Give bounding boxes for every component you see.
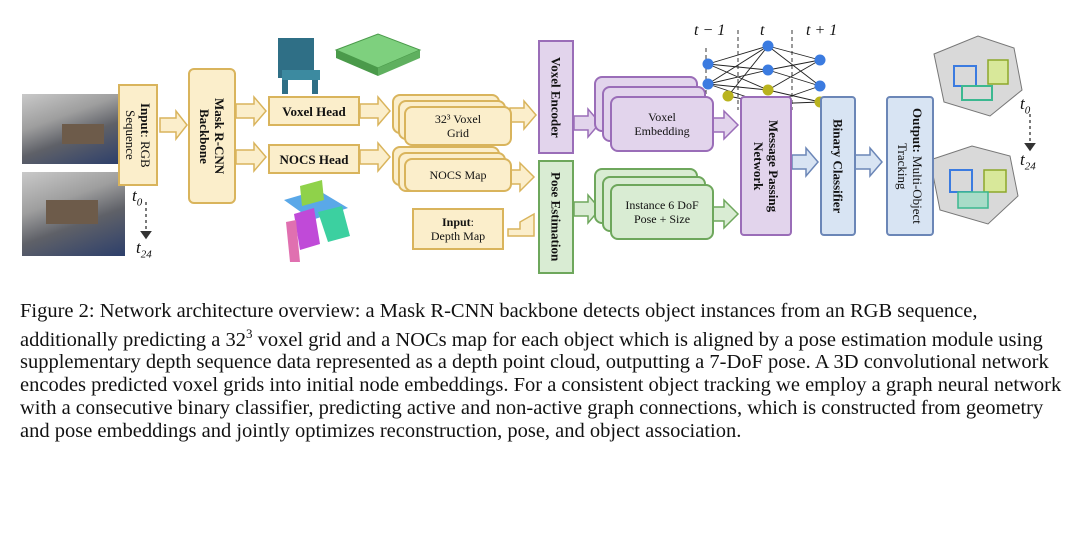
input-rgb-label: : RGB Sequence [123,110,153,168]
pose-estimation-box: Pose Estimation [538,160,574,274]
time-label-t-minus-1: t − 1 [694,22,726,39]
arrow-backbone-to-nocs-head [235,140,267,174]
input-rgb-bold: Input [138,102,153,134]
nocs-map-box: NOCS Map [404,158,512,192]
time-label-t-plus-1: t + 1 [806,22,838,39]
arrow-classifier-to-output [854,145,883,179]
voxel-floor-illustration [334,33,422,76]
rgb-frame-t0 [22,94,119,164]
binary-classifier-box: Binary Classifier [820,96,856,236]
time-label-t: t [760,22,765,39]
figure-caption: Figure 2: Network architecture overview:… [20,300,1070,443]
arrow-backbone-to-voxel-head [235,94,267,128]
arrow-voxel-head-to-grid [359,94,391,128]
nocs-chairs-illustration [284,180,350,262]
arrow-depth-to-pose [507,212,535,237]
arrow-grid-to-encoder [509,98,537,132]
message-passing-network-box: Message Passing Network [740,96,792,236]
arrow-input-to-backbone [159,108,188,142]
nocs-head-box: NOCS Head [268,144,360,174]
arrow-embedding-to-mpn [709,109,740,141]
caption-text-part2: voxel grid and a NOCs map for each objec… [20,328,1062,442]
output-time-label-t0: t0 [1020,94,1031,117]
graph-network [705,30,821,120]
arrow-mpn-to-classifier [791,145,819,179]
time-label-t24: t24 [136,238,152,261]
diagram-arrows [140,30,1036,262]
output-time-label-t24: t24 [1020,150,1036,173]
rgb-frame-t24 [22,172,125,256]
output-scene-bottom [929,145,1019,225]
arrow-encoder-to-embedding [573,106,601,140]
caption-text-part1: Figure 2: Network architecture overview:… [20,300,978,351]
depth-map-input-box: Input: Depth Map [412,208,504,250]
time-label-t0: t0 [132,186,143,209]
caption-superscript: 3 [246,325,253,341]
voxel-chair-illustration [278,38,320,94]
mask-rcnn-backbone: Mask R-CNN Backbone [188,68,236,204]
arrow-nocs-head-to-map [359,140,391,174]
architecture-diagram: Input: RGB Sequence t0 t24 Mask R-CNN Ba… [22,22,1036,274]
input-rgb-box: Input: RGB Sequence [118,84,158,186]
output-box: Output: Multi-Object Tracking [886,96,934,236]
voxel-head-box: Voxel Head [268,96,360,126]
voxel-encoder-box: Voxel Encoder [538,40,574,154]
arrow-instance-to-mpn [709,198,740,230]
output-scene-top [933,35,1023,117]
